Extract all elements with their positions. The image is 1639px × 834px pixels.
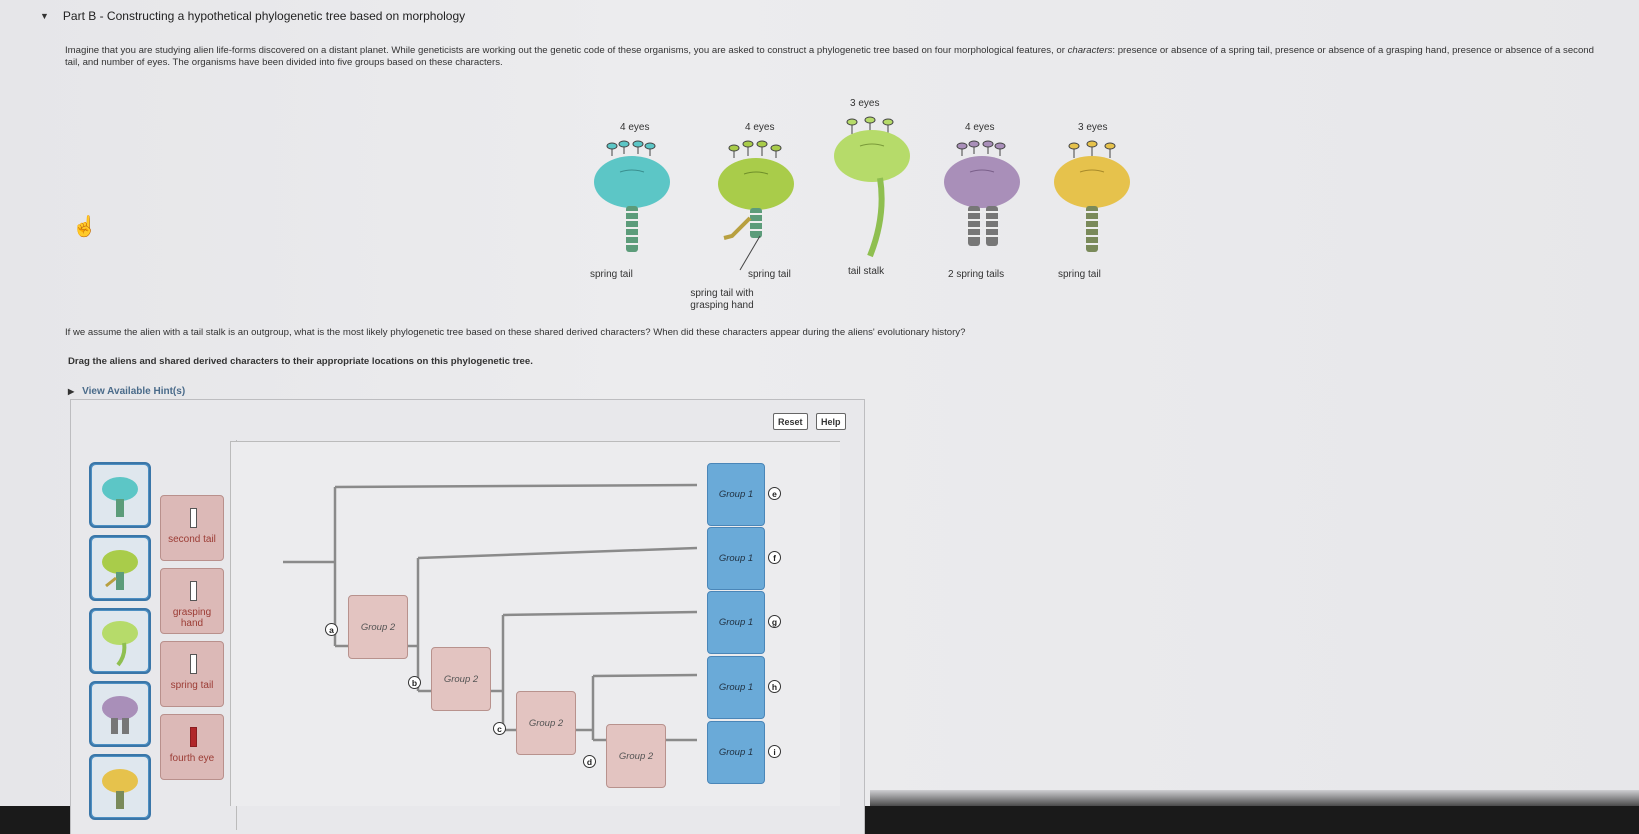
tree-branches (283, 483, 698, 742)
alien-2-extra-label: spring tail with grasping hand (690, 288, 754, 311)
character-bar-icon (190, 727, 197, 747)
question-text: If we assume the alien with a tail stalk… (65, 327, 966, 338)
bezel-shadow (870, 790, 1639, 810)
part-header[interactable]: ▼ Part B - Constructing a hypothetical p… (40, 9, 465, 23)
character-tile-spring-tail[interactable]: spring tail (160, 641, 224, 707)
alien-tile-green[interactable] (89, 535, 151, 601)
leaf-drop-zone-f[interactable]: Group 1 (707, 527, 765, 590)
leaf-drop-zone-g[interactable]: Group 1 (707, 591, 765, 654)
node-drop-zone-a[interactable]: Group 2 (348, 595, 408, 659)
alien-3-tail-label: tail stalk (848, 266, 885, 277)
leaf-drop-zone-e[interactable]: Group 1 (707, 463, 765, 526)
alien-tile-yellow[interactable] (89, 754, 151, 820)
view-hints-link[interactable]: ▶ View Available Hint(s) (68, 386, 185, 397)
alien-1-tail-label: spring tail (590, 269, 633, 280)
leaf-marker-f: f (768, 551, 781, 564)
yellow-alien-icon (102, 769, 138, 809)
alien-tile-lime[interactable] (89, 608, 151, 674)
node-drop-zone-b[interactable]: Group 2 (431, 647, 491, 711)
node-marker-b: b (408, 676, 421, 689)
alien-1-image (594, 140, 670, 252)
character-label: grasping hand (172, 607, 212, 629)
node-marker-a: a (325, 623, 338, 636)
purple-alien-icon (102, 696, 138, 734)
node-drop-zone-c[interactable]: Group 2 (516, 691, 576, 755)
alien-tile-teal[interactable] (89, 462, 151, 528)
alien-2-tail-label: spring tail (748, 269, 791, 280)
instruction-text: Drag the aliens and shared derived chara… (68, 356, 533, 367)
alien-4-image (944, 140, 1020, 246)
label-palette: second tail grasping hand spring tail fo… (87, 440, 237, 830)
character-tile-second-tail[interactable]: second tail (160, 495, 224, 561)
intro-paragraph: Imagine that you are studying alien life… (65, 45, 1605, 69)
intro-text-b: : presence or absence of a spring tail, … (65, 45, 1594, 68)
intro-text-em: characters (1067, 45, 1113, 56)
character-label: spring tail (170, 680, 214, 691)
leaf-drop-zone-h[interactable]: Group 1 (707, 656, 765, 719)
leaf-marker-e: e (768, 487, 781, 500)
expand-triangle-icon: ▶ (68, 387, 75, 396)
lime-alien-icon (102, 621, 138, 667)
node-drop-zone-d[interactable]: Group 2 (606, 724, 666, 788)
character-label: second tail (168, 534, 216, 545)
alien-3-image (834, 116, 910, 258)
character-bar-icon (190, 654, 197, 674)
intro-text-a: Imagine that you are studying alien life… (65, 45, 1068, 56)
leaf-marker-g: g (768, 615, 781, 628)
alien-5-image (1054, 140, 1130, 252)
alien-figure: 4 eyes spring tail 4 eyes spring tail sp… (590, 92, 1150, 322)
character-bar-icon (190, 508, 197, 528)
character-tile-grasping-hand[interactable]: grasping hand (160, 568, 224, 634)
leaf-marker-i: i (768, 745, 781, 758)
character-label: fourth eye (169, 753, 215, 764)
node-marker-d: d (583, 755, 596, 768)
reset-button[interactable]: Reset (773, 413, 808, 430)
alien-4-tail-label: 2 spring tails (948, 269, 1005, 280)
leaf-marker-h: h (768, 680, 781, 693)
alien-tile-purple[interactable] (89, 681, 151, 747)
alien-3-eyes: 3 eyes (850, 98, 880, 109)
character-bar-icon (190, 581, 197, 601)
collapse-caret-icon[interactable]: ▼ (40, 11, 49, 21)
node-marker-c: c (493, 722, 506, 735)
alien-5-tail-label: spring tail (1058, 269, 1101, 280)
green-alien-icon (102, 550, 138, 590)
alien-4-eyes: 4 eyes (965, 122, 995, 133)
alien-2-image (718, 140, 794, 271)
leaf-drop-zone-i[interactable]: Group 1 (707, 721, 765, 784)
alien-1-eyes: 4 eyes (620, 122, 650, 133)
alien-5-eyes: 3 eyes (1078, 122, 1108, 133)
help-button[interactable]: Help (816, 413, 846, 430)
hint-label: View Available Hint(s) (82, 386, 186, 397)
character-tile-fourth-eye[interactable]: fourth eye (160, 714, 224, 780)
phylogenetic-tree-area: Group 2 Group 2 Group 2 Group 2 a b c d … (230, 441, 840, 806)
hand-cursor-icon: ☝ (72, 216, 97, 238)
teal-alien-icon (102, 477, 138, 517)
part-title: Part B - Constructing a hypothetical phy… (62, 9, 466, 23)
alien-2-eyes: 4 eyes (745, 122, 775, 133)
